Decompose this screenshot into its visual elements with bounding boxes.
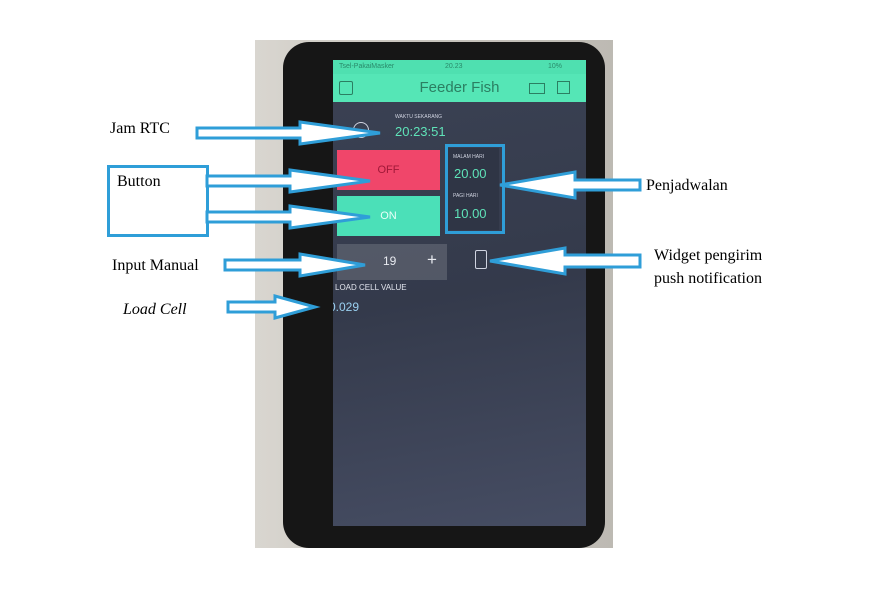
arrow-input — [223, 252, 366, 278]
device-icon[interactable] — [529, 83, 545, 94]
label-input-manual: Input Manual — [112, 257, 199, 274]
schedule-highlight — [445, 144, 505, 234]
plus-button[interactable]: + — [427, 250, 437, 269]
morning-label: PAGI HARI — [453, 193, 478, 199]
stop-icon[interactable] — [557, 81, 570, 94]
carrier: Tsel-PakaiMasker — [339, 63, 395, 70]
label-jam-rtc: Jam RTC — [110, 120, 170, 137]
morning-value[interactable]: 10.00 — [454, 206, 487, 221]
schedule-panel: MALAM HARI 20.00 PAGI HARI 10.00 — [447, 148, 499, 230]
button-label-box — [107, 165, 209, 237]
night-value[interactable]: 20.00 — [454, 166, 487, 181]
project-icon[interactable] — [339, 81, 353, 95]
label-push-1: Widget pengirim — [654, 247, 763, 264]
load-cell-value: 0.029 — [333, 300, 360, 314]
night-label: MALAM HARI — [453, 154, 485, 160]
label-load-cell: Load Cell — [123, 301, 187, 318]
label-push-2: push notification — [654, 270, 762, 287]
push-notification-icon[interactable] — [475, 250, 487, 269]
arrow-off — [205, 168, 371, 194]
app-header: Feeder Fish — [333, 74, 586, 102]
app-title: Feeder Fish — [419, 79, 500, 96]
arrow-on — [205, 204, 371, 230]
rtc-value: 20:23:51 — [395, 124, 446, 139]
status-bar: Tsel-PakaiMasker 20.23 10% — [333, 60, 586, 74]
rtc-label: WAKTU SEKARANG — [395, 114, 443, 120]
battery: 10% — [548, 63, 563, 70]
arrow-load-cell — [226, 294, 321, 320]
clock: 20.23 — [445, 63, 463, 70]
label-button: Button — [117, 173, 161, 190]
stepper-value: 19 — [383, 254, 397, 268]
arrow-push — [489, 246, 642, 276]
arrow-rtc — [195, 120, 381, 146]
arrow-schedule — [499, 170, 642, 200]
label-penjadwalan: Penjadwalan — [646, 177, 728, 194]
load-cell-label: LOAD CELL VALUE — [335, 283, 407, 292]
